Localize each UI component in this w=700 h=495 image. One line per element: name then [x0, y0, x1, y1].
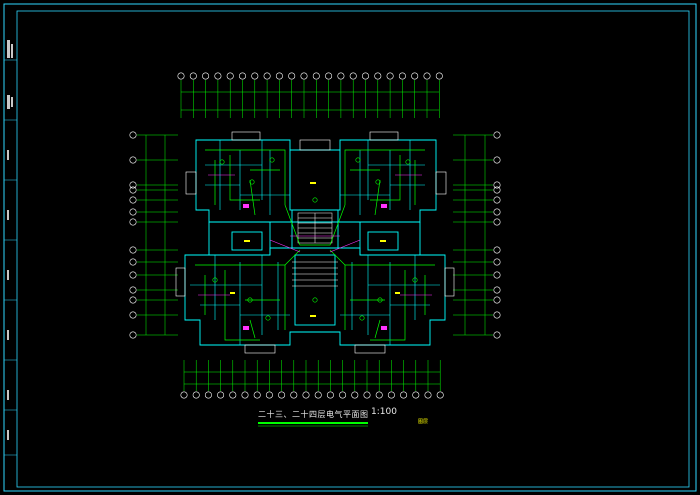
axis-bubble	[288, 72, 296, 80]
top-axis-grid	[177, 72, 443, 118]
axis-bubble	[217, 391, 225, 399]
axis-bubble	[493, 311, 501, 319]
axis-bubble	[129, 186, 137, 194]
left-axis-grid	[129, 131, 178, 339]
axis-bubble	[375, 391, 383, 399]
axis-bubble	[177, 72, 185, 80]
axis-bubble	[493, 286, 501, 294]
axis-bubble	[263, 72, 271, 80]
axis-bubble	[129, 156, 137, 164]
axis-bubble	[129, 286, 137, 294]
axis-bubble	[189, 72, 197, 80]
axis-bubble	[129, 271, 137, 279]
axis-bubble	[493, 208, 501, 216]
light-fixtures	[212, 157, 418, 321]
axis-bubble	[129, 181, 137, 189]
axis-bubble	[351, 391, 359, 399]
title-block-text	[7, 40, 13, 440]
axis-bubble	[493, 331, 501, 339]
axis-bubble	[339, 391, 347, 399]
axis-bubble	[493, 296, 501, 304]
axis-bubble	[436, 391, 444, 399]
room-labels	[230, 182, 400, 317]
axis-bubble	[239, 72, 247, 80]
axis-bubble	[312, 72, 320, 80]
axis-bubble	[226, 72, 234, 80]
axis-bubble	[493, 156, 501, 164]
axis-bubble	[314, 391, 322, 399]
inner-frame	[16, 10, 690, 488]
axis-bubble	[202, 72, 210, 80]
axis-bubble	[349, 72, 357, 80]
layer-stamp: 图层	[418, 419, 429, 425]
axis-bubble	[337, 72, 345, 80]
axis-bubble	[129, 208, 137, 216]
axis-bubble	[493, 218, 501, 226]
axis-bubble	[129, 296, 137, 304]
axis-bubble	[129, 246, 137, 254]
axis-bubble	[326, 391, 334, 399]
axis-bubble	[129, 218, 137, 226]
right-axis-grid	[453, 131, 501, 339]
axis-bubble	[398, 72, 406, 80]
axis-bubble	[180, 391, 188, 399]
axis-bubble	[302, 391, 310, 399]
axis-bubble	[493, 258, 501, 266]
axis-bubble	[387, 391, 395, 399]
axis-bubble	[411, 72, 419, 80]
distribution-boxes	[243, 204, 387, 330]
axis-bubble	[386, 72, 394, 80]
axis-bubble	[400, 391, 408, 399]
axis-bubble	[423, 72, 431, 80]
stair-core	[297, 212, 333, 244]
axis-bubble	[290, 391, 298, 399]
axis-bubble	[325, 72, 333, 80]
axis-bubble	[275, 72, 283, 80]
axis-bubble	[493, 271, 501, 279]
bottom-axis-grid	[180, 360, 444, 399]
axis-bubble	[129, 258, 137, 266]
title-block-strip	[4, 59, 17, 456]
axis-bubble	[253, 391, 261, 399]
building-walls	[184, 139, 446, 346]
axis-bubble	[300, 72, 308, 80]
axis-bubble	[424, 391, 432, 399]
axis-bubble	[493, 246, 501, 254]
axis-bubble	[214, 72, 222, 80]
axis-bubble	[493, 196, 501, 204]
axis-bubble	[192, 391, 200, 399]
axis-bubble	[251, 72, 259, 80]
axis-bubble	[493, 186, 501, 194]
axis-bubble	[129, 331, 137, 339]
axis-bubble	[435, 72, 443, 80]
axis-bubble	[278, 391, 286, 399]
axis-bubble	[374, 72, 382, 80]
electrical-wiring	[195, 149, 435, 341]
power-circuits	[198, 174, 432, 296]
axis-bubble	[241, 391, 249, 399]
axis-bubble	[129, 196, 137, 204]
axis-bubble	[129, 131, 137, 139]
axis-bubble	[204, 391, 212, 399]
drawing-scale: 1:100	[371, 407, 397, 417]
axis-bubble	[265, 391, 273, 399]
axis-bubble	[129, 311, 137, 319]
drawing-border	[3, 3, 697, 492]
axis-bubble	[493, 181, 501, 189]
drawing-title: 二十三、二十四层电气平面图	[258, 410, 369, 419]
axis-bubble	[493, 131, 501, 139]
window-balconies	[175, 131, 455, 354]
axis-bubble	[412, 391, 420, 399]
axis-bubble	[361, 72, 369, 80]
axis-bubble	[229, 391, 237, 399]
axis-bubble	[363, 391, 371, 399]
